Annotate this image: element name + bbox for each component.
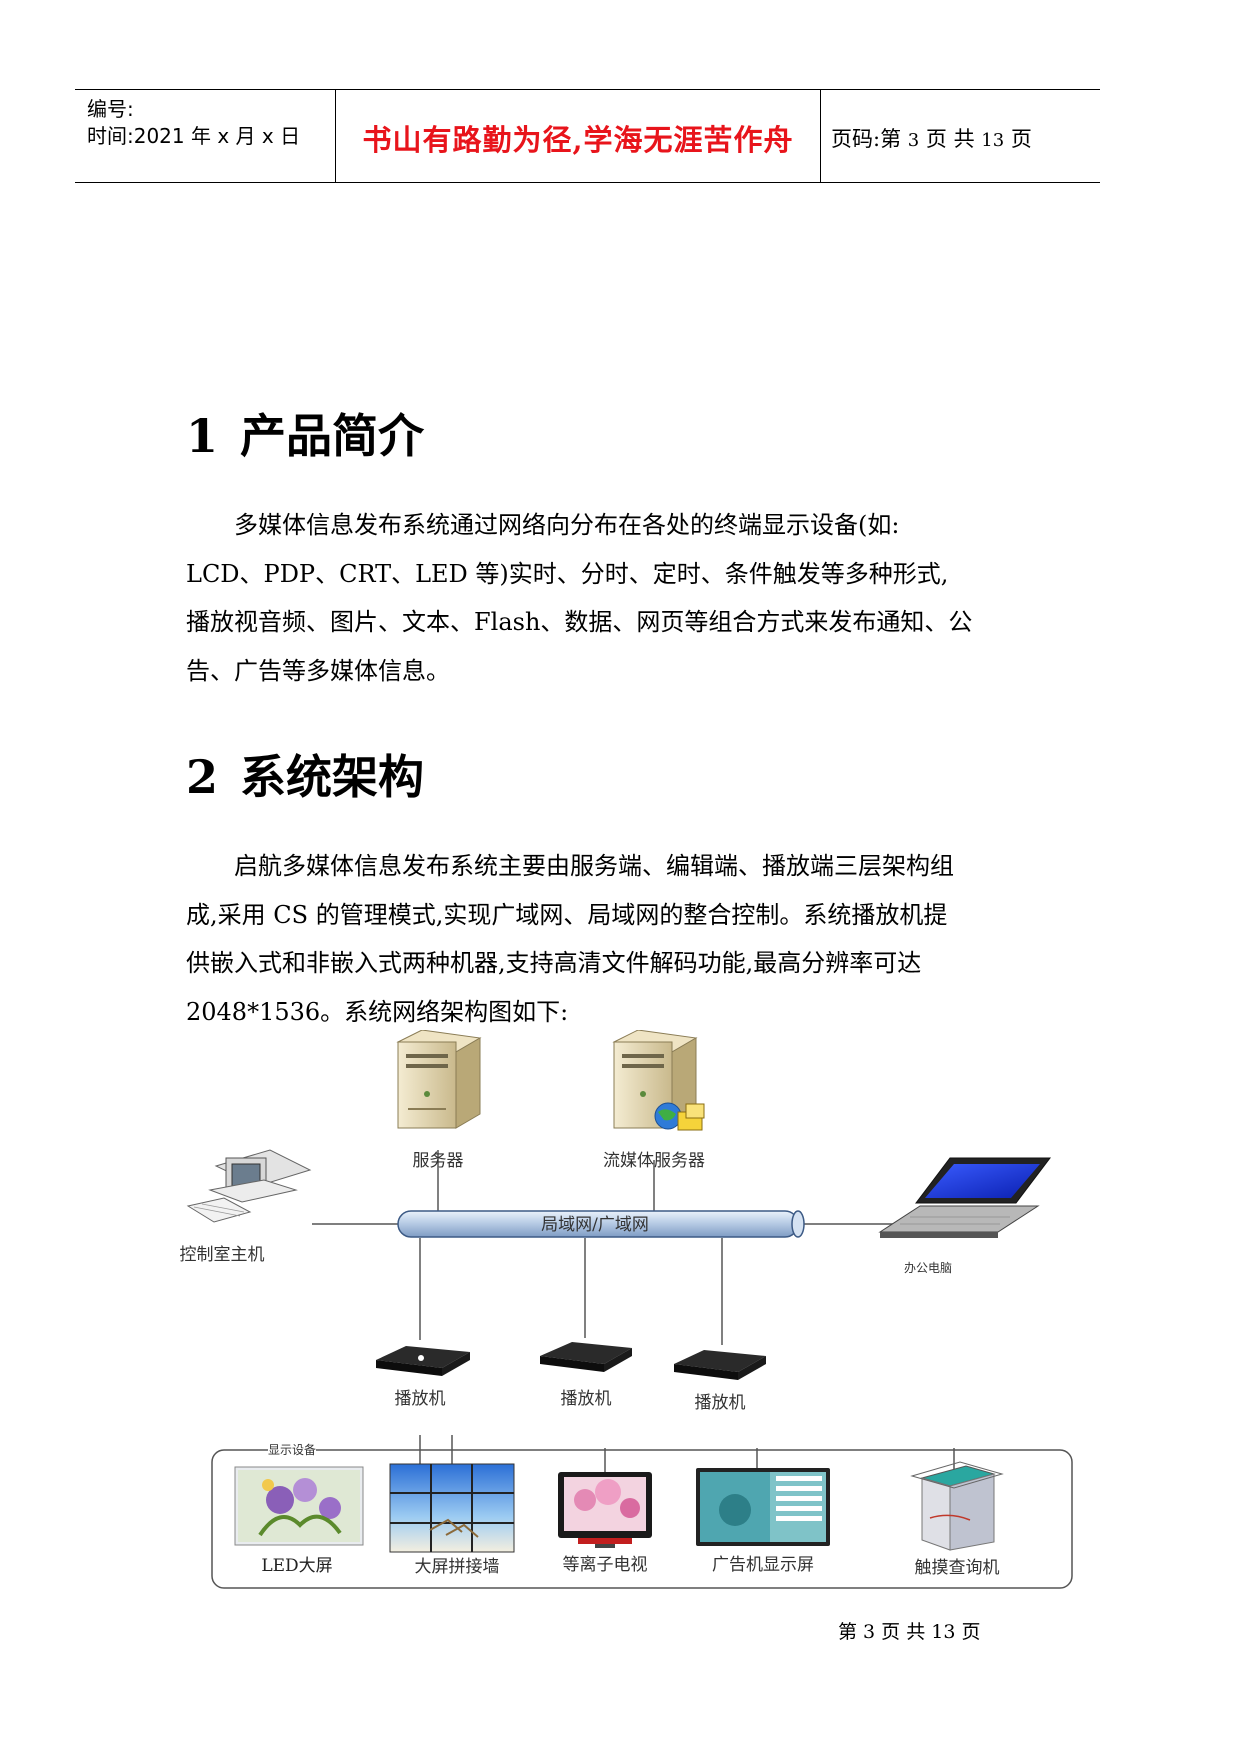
paragraph-line: 供嵌入式和非嵌入式两种机器,支持高清文件解码功能,最高分辨率可达 [186,949,922,977]
desktop-pc-icon [186,1149,312,1223]
header-meta-cell: 编号: 时间:2021 年 x 月 x 日 [75,90,335,182]
page-total: 13 [981,130,1005,151]
network-bus: 局域网/广域网 [397,1210,805,1238]
player-icon [376,1346,470,1376]
page-info: 页码:第 3 页 共 13 页 [831,123,1032,153]
laptop-icon [878,1157,1052,1238]
control-host-label: 控制室主机 [180,1245,265,1265]
network-label: 局域网/广域网 [541,1215,649,1235]
paragraph-line: 启航多媒体信息发布系统主要由服务端、编辑端、播放端三层架构组 [234,852,954,880]
section-title: 系统架构 [240,750,425,804]
paragraph-line: LCD、PDP、CRT、LED 等)实时、分时、定时、条件触发等多种形式, [186,559,949,588]
server-icon [396,1030,482,1129]
time-label: 时间:2021 年 x 月 x 日 [87,124,301,148]
header-motto-cell: 书山有路勤为径,学海无涯苦作舟 [335,90,821,182]
video-wall-icon [389,1463,515,1553]
display-label: 等离子电视 [563,1555,648,1575]
display-label: 大屏拼接墙 [415,1557,500,1577]
stream-server-icon [612,1030,705,1131]
plasma-tv-icon [558,1472,652,1548]
player-label: 播放机 [395,1389,446,1409]
player-icon [540,1342,632,1372]
section-number: 1 [186,409,219,463]
display-group-label: 显示设备 [268,1443,316,1457]
display-label: 广告机显示屏 [712,1555,814,1575]
section-1-paragraph: 多媒体信息发布系统通过网络向分布在各处的终端显示设备(如: LCD、PDP、CR… [186,501,986,695]
player-label: 播放机 [695,1393,746,1413]
paragraph-line: 2048*1536。系统网络架构图如下: [186,997,569,1026]
section-title: 产品简介 [240,409,425,463]
page-current: 3 [907,130,920,151]
motto: 书山有路勤为径,学海无涯苦作舟 [362,123,794,157]
page-header: 编号: 时间:2021 年 x 月 x 日 书山有路勤为径,学海无涯苦作舟 页码… [75,89,1100,183]
display-label: 触摸查询机 [915,1558,1000,1578]
page-footer: 第 3 页 共 13 页 [838,1621,981,1643]
page-suffix: 页 [1010,127,1032,151]
stream-server-label: 流媒体服务器 [603,1151,705,1171]
player-icon [674,1350,766,1380]
page-prefix: 页码:第 [831,127,902,151]
section-1-heading: 1 产品简介 [186,400,424,466]
server-label: 服务器 [413,1151,464,1171]
paragraph-line: 多媒体信息发布系统通过网络向分布在各处的终端显示设备(如: [234,511,900,539]
paragraph-line: 告、广告等多媒体信息。 [186,656,450,685]
display-group-frame [211,1449,1073,1589]
section-2-heading: 2 系统架构 [186,741,424,807]
header-page-cell: 页码:第 3 页 共 13 页 [821,90,1100,182]
paragraph-line: 播放视音频、图片、文本、Flash、数据、网页等组合方式来发布通知、公 [186,608,973,636]
paragraph-line: 成,采用 CS 的管理模式,实现广域网、局域网的整合控制。系统播放机提 [186,900,948,929]
led-screen-icon [234,1466,364,1546]
network-architecture-diagram: 局域网/广域网 服务器 流媒体服务器 控制室主机 [180,1030,1073,1589]
office-pc-label: 办公电脑 [904,1260,952,1275]
section-2-paragraph: 启航多媒体信息发布系统主要由服务端、编辑端、播放端三层架构组 成,采用 CS 的… [186,842,986,1036]
touch-kiosk-icon [910,1461,1004,1551]
ad-screen-icon [696,1468,830,1546]
player-label: 播放机 [561,1389,612,1409]
section-number: 2 [186,750,219,804]
display-label: LED大屏 [261,1556,332,1576]
number-label: 编号: [87,97,134,121]
page-mid: 页 共 [925,127,975,151]
